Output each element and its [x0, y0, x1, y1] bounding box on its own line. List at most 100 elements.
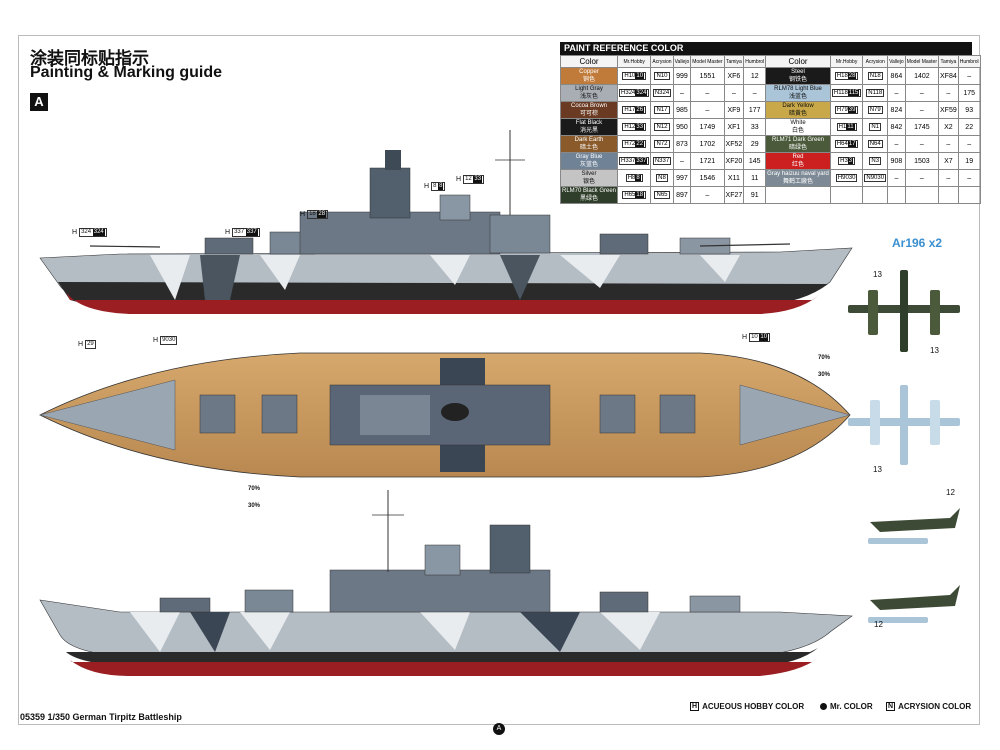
paint-name-cn: 舞鹤工廠色 [783, 179, 814, 185]
hobby-code: H6518 [617, 186, 652, 204]
callout-copper: H 10 10 [742, 333, 771, 342]
paint-name: RLM71 Dark Green [772, 137, 825, 143]
callout-naval-gray: H 9030 [153, 336, 178, 345]
paint-name-cn: 消光黑 [580, 128, 599, 134]
page-mark: A [493, 723, 505, 735]
paint-humbrol [957, 186, 981, 204]
paint-name-cn: 红色 [792, 162, 805, 168]
acrysion-code-tag: N10 [654, 72, 670, 80]
column-header: Color [765, 55, 831, 68]
acrysion-code-tag: N18 [867, 72, 883, 80]
paint-name-cn: 暗土色 [580, 145, 599, 151]
acrysion-code: N79 [862, 101, 889, 119]
aircraft-title: Ar196 x2 [892, 236, 943, 250]
paint-name: Copper [579, 69, 599, 75]
paint-name-cn: 灰蓝色 [580, 162, 599, 168]
hobby-code-tag: H118115 [831, 89, 862, 97]
acrysion-code-tag: N3 [869, 157, 882, 165]
paint-name: Gray haizuu naval yard [767, 171, 829, 177]
acrysion-code-tag: N324 [652, 89, 672, 97]
paint-name: Dark Yellow [782, 103, 814, 109]
acrysion-code: N118 [862, 84, 889, 102]
callout-steel: H 18 28 [300, 210, 329, 219]
acrysion-code: N72 [650, 135, 674, 153]
paint-name-cn: 浅灰色 [580, 94, 599, 100]
aircraft-number-12b: 12 [874, 620, 883, 629]
paint-name: Gray Blue [575, 154, 603, 160]
paint-name: White [790, 120, 806, 126]
acrysion-code-tag: N337 [652, 157, 672, 165]
hobby-code: H1828 [829, 67, 864, 85]
paint-swatch: Steel 钢铁色 [765, 67, 831, 85]
aircraft-top-camo [848, 270, 960, 352]
paint-name: Silver [581, 171, 597, 177]
hobby-code: H7939 [829, 101, 864, 119]
paint-name: RLM78 Light Blue [774, 86, 822, 92]
acrysion-code: N18 [862, 67, 889, 85]
paint-name: Red [792, 154, 804, 160]
paint-name: Steel [791, 69, 805, 75]
paint-name-cn: 可可棕 [580, 111, 599, 117]
paint-name-cn: 钢铁色 [789, 77, 808, 83]
hobby-code-tag: H1010 [622, 72, 647, 80]
paint-name: Flat Black [575, 120, 603, 126]
hobby-code: H1010 [617, 67, 652, 85]
paint-mm: – [690, 186, 725, 204]
aircraft-side-1 [868, 508, 960, 544]
acrysion-code: N65 [650, 186, 674, 204]
paint-name: Cocoa Brown [571, 103, 608, 109]
aircraft-number-13c: 13 [873, 465, 882, 474]
hobby-code: H337337 [617, 152, 652, 170]
acrysion-code-tag: N12 [654, 123, 670, 131]
acrysion-code [862, 186, 889, 204]
acrysion-code-tag: N65 [654, 191, 670, 199]
aircraft-number-13a: 13 [873, 270, 882, 279]
paint-swatch [765, 186, 831, 204]
page-title: Painting & Marking guide [30, 64, 223, 81]
paint-name-cn: 暗绿色 [789, 145, 808, 151]
aircraft-side-2 [868, 585, 960, 623]
sheet-badge: A [30, 93, 48, 111]
callout-dark-earth: H 29 [78, 340, 96, 349]
paint-reference-title: PAINT REFERENCE COLOR [560, 42, 972, 55]
acrysion-code-tag: N1 [869, 123, 882, 131]
paint-name-cn: 白色 [792, 128, 805, 134]
column-header: Tamiya [723, 55, 745, 68]
hobby-code: H6417 [829, 135, 864, 153]
paint-tamiya: XF27 [723, 186, 745, 204]
paint-swatch: Cocoa Brown 可可棕 [559, 101, 619, 119]
plan-view [39, 352, 851, 478]
paint-name-cn: 银色 [583, 179, 596, 185]
callout-gray-blue: H 337 337 [225, 228, 260, 237]
paint-name: Dark Earth [574, 137, 604, 143]
hobby-code-tag: H33 [838, 157, 856, 165]
hobby-code-tag: H6417 [834, 140, 859, 148]
legend-aqueous: H ACUEOUS HOBBY COLOR [690, 702, 805, 711]
paint-name: RLM70 Black Green [562, 188, 617, 194]
hobby-code-tag: H1233 [622, 123, 647, 131]
hobby-code: H1726 [617, 101, 652, 119]
paint-swatch: White 白色 [765, 118, 831, 136]
paint-mm [904, 186, 940, 204]
ratio-30: 30% [818, 372, 831, 378]
acrysion-code-tag: N64 [867, 140, 883, 148]
hobby-code-tag: H9030 [835, 174, 858, 182]
model-caption: 05359 1/350 German Tirpitz Battleship [20, 712, 182, 722]
acrysion-code-tag: N9030 [864, 174, 887, 182]
column-header: Model Master [690, 55, 725, 68]
acrysion-code-tag: N17 [654, 106, 670, 114]
